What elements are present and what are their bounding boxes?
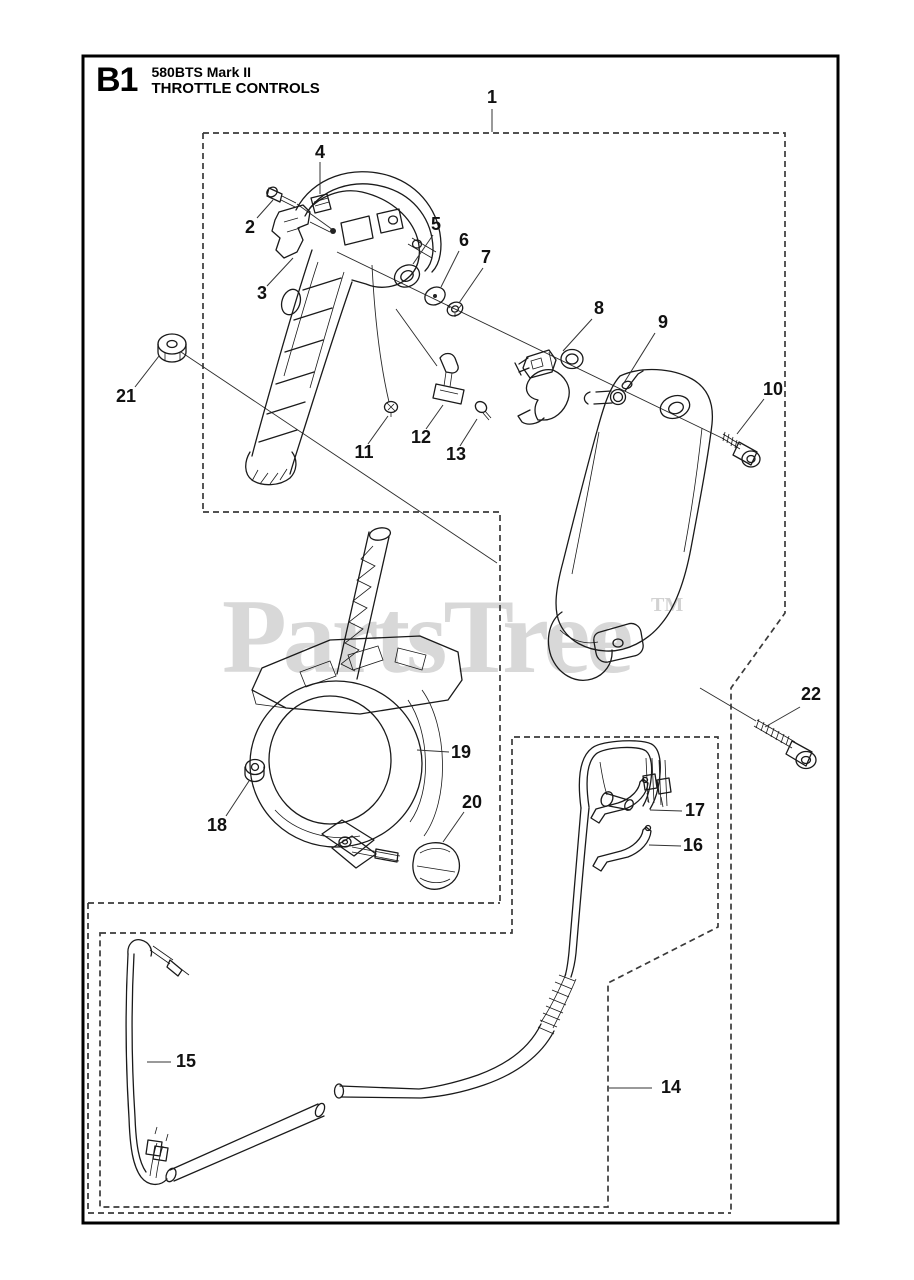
assembly-group-boxes <box>87 132 786 1214</box>
title-block: B1 580BTS Mark II THROTTLE CONTROLS <box>96 61 320 99</box>
clamp-19-drawing <box>249 635 463 869</box>
callout-11: 11 <box>354 442 373 462</box>
nut-18-drawing <box>244 758 266 783</box>
button-4-drawing <box>310 193 332 214</box>
callout-3: 3 <box>257 283 267 303</box>
page-border <box>81 54 840 1225</box>
throttle-cable-14-drawing <box>165 740 672 1183</box>
ribbed-shaft-drawing <box>336 527 392 680</box>
callout-1: 1 <box>487 87 497 107</box>
callout-numbers: 1 2 3 4 5 6 7 8 9 10 11 12 13 14 15 16 1… <box>116 87 821 1097</box>
throttle-housing-drawing <box>245 171 442 486</box>
callout-leader-lines <box>134 109 801 1089</box>
screw-10-drawing <box>721 431 761 468</box>
callout-9: 9 <box>658 312 668 332</box>
throttle-lever-8-drawing <box>514 348 584 425</box>
callout-15: 15 <box>176 1051 196 1071</box>
callout-4: 4 <box>315 142 325 162</box>
nut-21-drawing <box>157 333 187 363</box>
callout-19: 19 <box>451 742 471 762</box>
watermark-trademark: TM <box>651 594 684 616</box>
screw-2-drawing <box>266 186 297 208</box>
model-name: 580BTS Mark II <box>151 64 252 80</box>
callout-22: 22 <box>801 684 821 704</box>
washer-set-drawing <box>393 264 464 317</box>
switch-3-drawing <box>271 204 331 259</box>
callout-7: 7 <box>481 247 491 267</box>
callout-2: 2 <box>245 217 255 237</box>
callout-20: 20 <box>462 792 482 812</box>
screw-22-drawing <box>753 718 817 770</box>
assembly-axis-lines <box>180 203 757 722</box>
fasteners-11-12-13-drawing <box>383 352 492 421</box>
callout-6: 6 <box>459 230 469 250</box>
watermark-text: PartsTree <box>222 578 633 695</box>
callout-14: 14 <box>661 1077 681 1097</box>
callout-8: 8 <box>594 298 604 318</box>
section-code: B1 <box>96 61 138 99</box>
knob-screw-20-drawing <box>351 842 461 890</box>
callout-12: 12 <box>411 427 431 447</box>
handle-grip-drawing <box>547 368 714 681</box>
page-title: THROTTLE CONTROLS <box>151 80 320 98</box>
cable-clips-16-17-drawing <box>590 776 652 872</box>
callout-16: 16 <box>683 835 703 855</box>
callout-13: 13 <box>446 444 466 464</box>
callout-21: 21 <box>116 386 136 406</box>
callout-18: 18 <box>207 815 227 835</box>
callout-5: 5 <box>431 214 441 234</box>
callout-17: 17 <box>685 800 705 820</box>
callout-10: 10 <box>763 379 783 399</box>
spring-9-drawing <box>583 370 644 406</box>
wire-15-drawing <box>125 939 190 1186</box>
